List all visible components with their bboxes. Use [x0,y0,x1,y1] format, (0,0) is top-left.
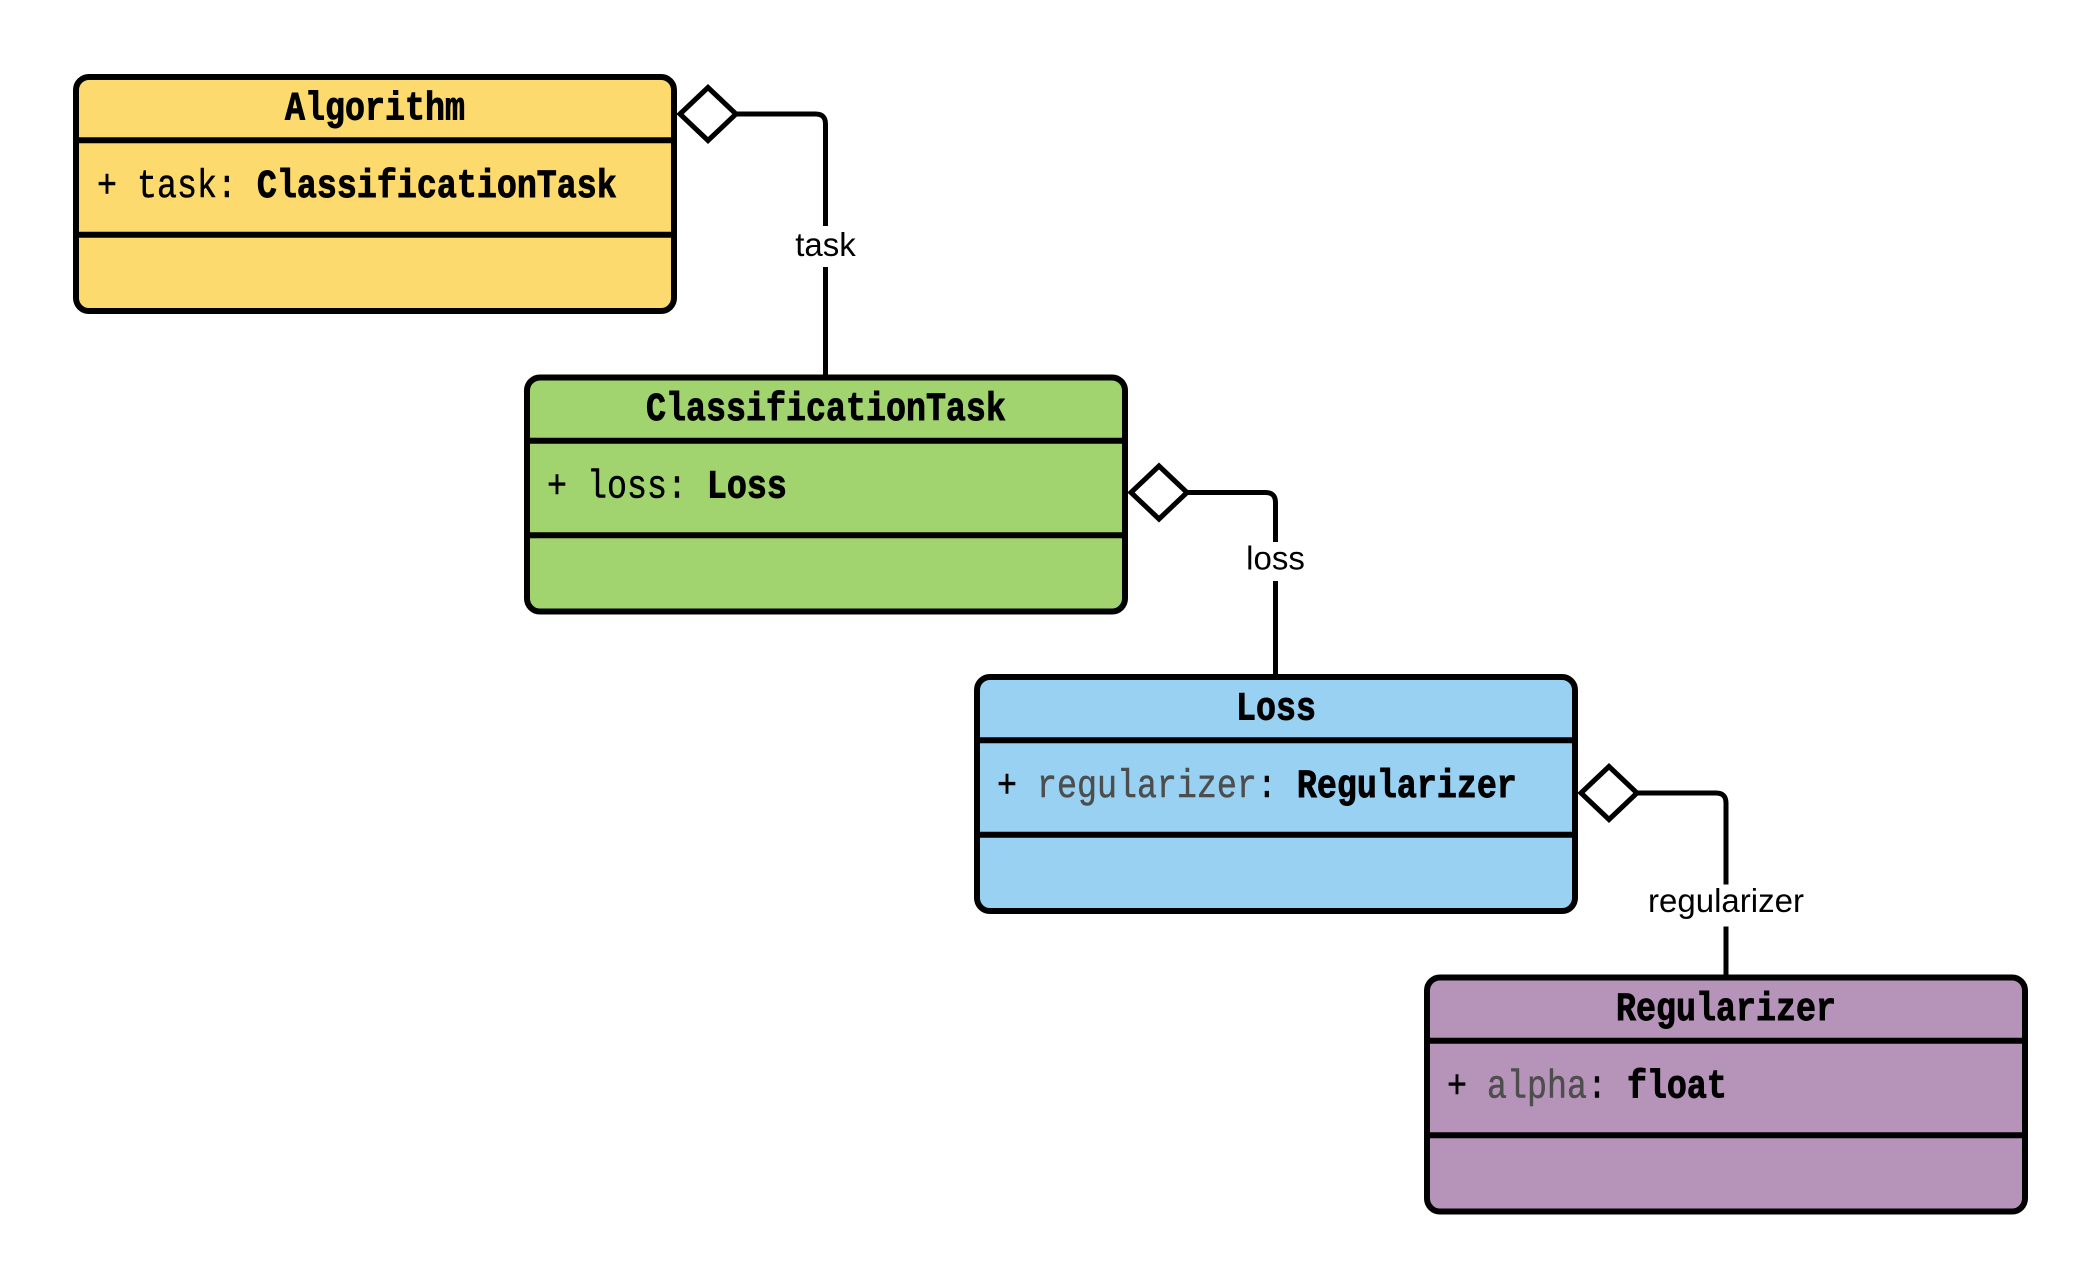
svg-text:loss: loss [1246,540,1305,577]
svg-text:+ task: ClassificationTask: + task: ClassificationTask [97,164,617,210]
svg-text:+ loss: Loss: + loss: Loss [547,465,787,511]
svg-text:task: task [795,226,856,263]
svg-text:ClassificationTask: ClassificationTask [646,388,1006,434]
svg-text:Algorithm: Algorithm [285,87,465,133]
svg-text:+ alpha: float: + alpha: float [1447,1065,1727,1111]
svg-text:Regularizer: Regularizer [1616,988,1836,1034]
svg-text:regularizer: regularizer [1648,882,1804,919]
svg-text:+ regularizer: Regularizer: + regularizer: Regularizer [997,764,1517,810]
svg-text:Loss: Loss [1236,687,1316,733]
